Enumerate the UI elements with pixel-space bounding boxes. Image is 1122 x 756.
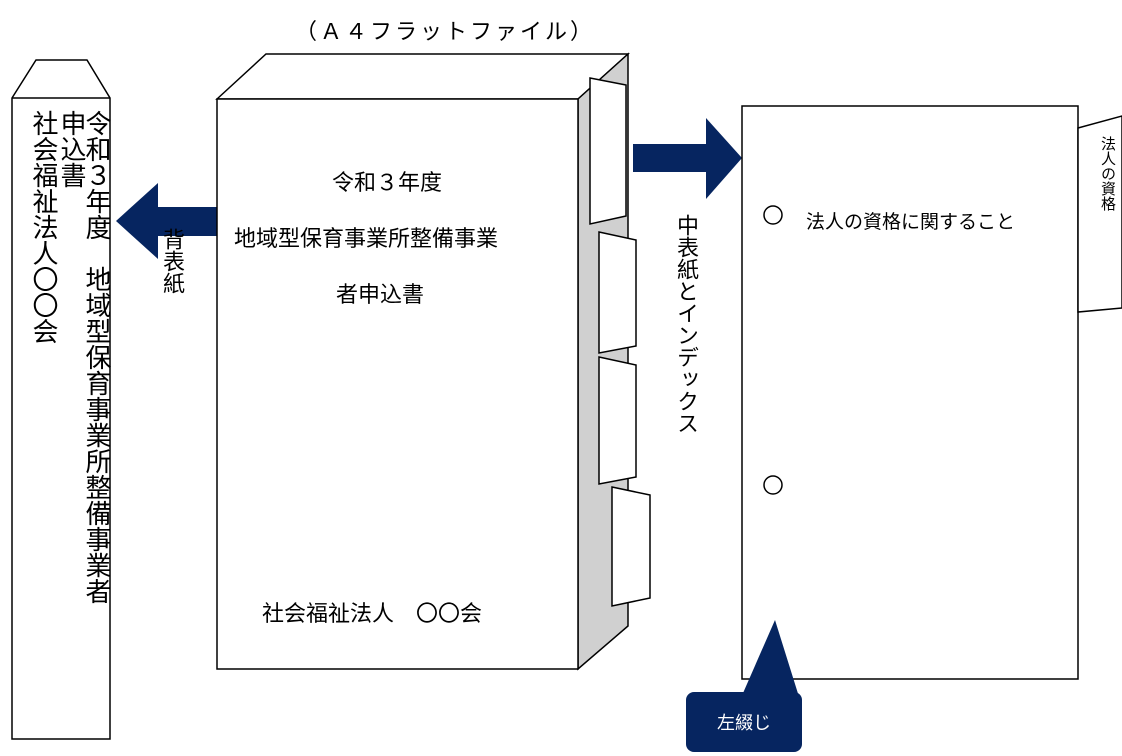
cover-line-3: 者申込書	[336, 283, 425, 308]
index-tab-2	[598, 231, 637, 354]
index-tab-3	[598, 356, 637, 485]
page-sheet	[741, 105, 1079, 680]
index-label: 中表紙とインデックス	[673, 214, 698, 434]
spine-label: 背表紙	[159, 228, 184, 294]
binding-callout-text: 左綴じ	[717, 713, 771, 734]
page-tab-text: 法人の資格	[1099, 136, 1117, 211]
spine-arrow	[116, 183, 217, 259]
spine-line-1: 申込書	[56, 110, 86, 188]
title-caption: （Ａ４フラットファイル）	[295, 20, 596, 45]
file-box-top	[215, 53, 630, 100]
file-box-front	[216, 98, 579, 670]
index-tab-1	[589, 77, 627, 225]
page-tab	[1077, 115, 1122, 313]
spine-line-3: 社会福祉法人〇〇会	[28, 110, 58, 344]
cover-org: 社会福祉法人 〇〇会	[262, 602, 483, 627]
cover-line-2: 地域型保育事業所整備事業	[234, 227, 499, 252]
page-item: 法人の資格に関すること	[806, 211, 1016, 233]
callout-pointer	[740, 620, 800, 700]
punch-hole-top	[763, 205, 783, 225]
spine-line-2: 令和３年度 地域型保育事業所整備事業者	[81, 110, 111, 604]
binding-callout: 左綴じ	[686, 692, 802, 752]
index-arrow	[633, 118, 742, 199]
index-tab-4	[611, 486, 651, 607]
cover-line-1: 令和３年度	[332, 171, 443, 196]
punch-hole-bottom	[763, 475, 783, 495]
